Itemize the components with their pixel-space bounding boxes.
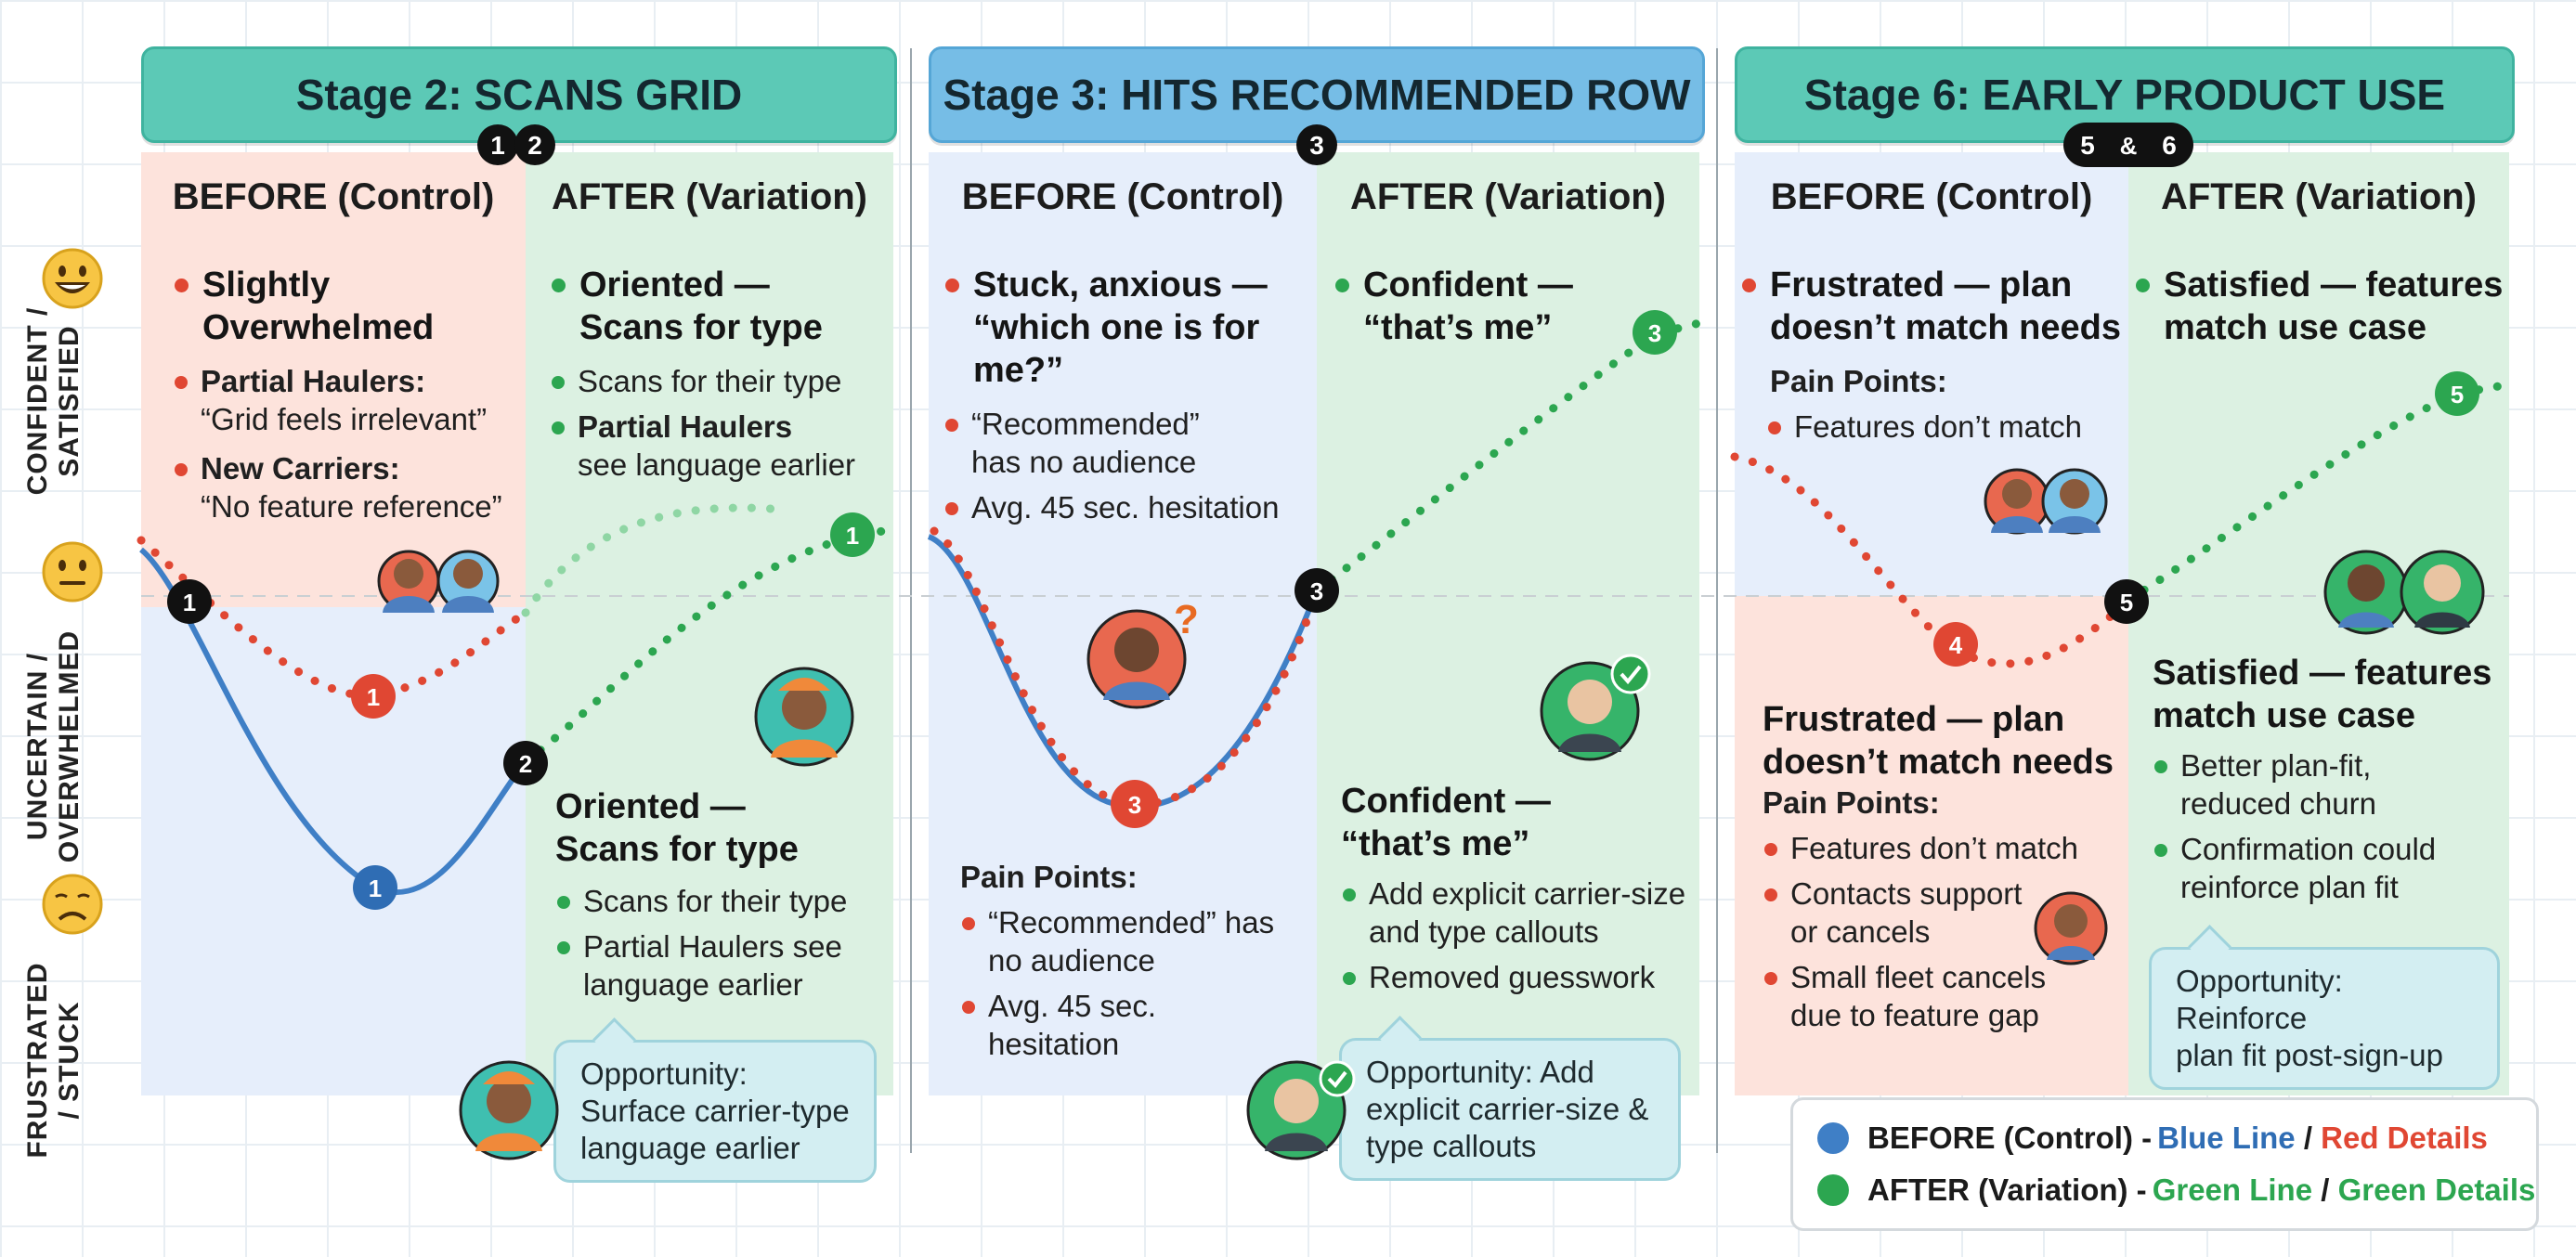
stage-6-after-text: Satisfied — features match use case	[2134, 264, 2509, 349]
user-avatar-icon	[1540, 661, 1640, 761]
marker-stage3-green: 3	[1648, 319, 1661, 347]
user-avatar-icon	[459, 1060, 559, 1160]
stage-2-after-green-dots	[521, 525, 898, 766]
stage-2-before-headline: Slightly Overwhelmed	[173, 264, 526, 349]
check-badge-icon	[1610, 654, 1651, 694]
marker-stage2-green: 1	[846, 522, 859, 550]
marker-stage2-red: 1	[367, 683, 380, 711]
stage-6-before-text: Frustrated — plan doesn’t match needs Pa…	[1740, 264, 2128, 446]
stage-2-before-column	[141, 152, 526, 607]
stage-3-opportunity: Opportunity: Add explicit carrier-size &…	[1339, 1038, 1681, 1181]
stage-3-before-headline: Stuck, anxious — “which one is for me?”	[943, 264, 1315, 392]
list-item: Features don’t match	[1763, 829, 2128, 867]
stage-6-after-lower-text: Satisfied — features match use case Bett…	[2153, 652, 2509, 906]
legend-before-dot	[1817, 1122, 1849, 1154]
legend-after-dot	[1817, 1174, 1849, 1206]
stage-6-before-headline: Frustrated — plan doesn’t match needs	[1740, 264, 2128, 349]
neutral-face-icon	[42, 541, 103, 603]
user-avatar-icon	[2034, 891, 2108, 965]
user-avatar-icon	[436, 550, 500, 613]
list-item: Removed guesswork	[1341, 958, 1699, 996]
list-item: “Recommended” has no audience	[943, 405, 1315, 481]
list-item: Scans for their type	[550, 362, 893, 400]
stage-3-before-red-dots	[930, 526, 1321, 809]
step-badge-amp: &	[2120, 132, 2138, 160]
stage-2-faded-green-dots	[521, 503, 775, 617]
marker-stage2-start: 1	[183, 589, 196, 616]
marker-stage2-low: 1	[369, 875, 382, 902]
step-badge-3: 3	[1309, 131, 1324, 160]
step-badge-5: 5	[2080, 131, 2095, 160]
list-item: Better plan-fit, reduced churn	[2153, 746, 2509, 823]
user-avatar-icon	[2041, 468, 2108, 535]
marker-stage3-join: 3	[1310, 577, 1323, 605]
stage-3-after-text: Confident — “that’s me”	[1334, 264, 1696, 349]
stage-2-title: Stage 2: SCANS GRID	[141, 46, 897, 143]
question-mark-icon: ?	[1174, 597, 1199, 642]
stage-6-after-header: AFTER (Variation)	[2160, 175, 2478, 217]
step-badge-6: 6	[2162, 131, 2177, 160]
user-avatar-icon	[2400, 550, 2485, 635]
happy-face-icon	[42, 248, 103, 309]
user-avatar-icon	[377, 550, 440, 613]
list-item: Add explicit carrier-size and type callo…	[1341, 875, 1699, 951]
list-item: Confirmation could reinforce plan fit	[2153, 830, 2509, 906]
legend: BEFORE (Control) - Blue Line / Red Detai…	[1790, 1097, 2539, 1231]
stage-3-before-header: BEFORE (Control)	[961, 175, 1284, 217]
stage-2-before-header: BEFORE (Control)	[172, 175, 495, 217]
stage-3-before-text: Stuck, anxious — “which one is for me?” …	[943, 264, 1315, 526]
user-avatar-icon	[754, 667, 854, 767]
stage-2-after-text: Oriented — Scans for type Scans for thei…	[550, 264, 893, 484]
list-item: Features don’t match	[1766, 408, 2128, 446]
stage-3-after-lower-text: Confident — “that’s me” Add explicit car…	[1341, 780, 1699, 996]
list-item: New Carriers:“No feature reference”	[173, 449, 526, 525]
user-avatar-icon	[1086, 609, 1187, 709]
stage-2-after-column	[526, 152, 893, 1095]
list-item: Scans for their type	[555, 882, 890, 920]
sad-face-icon	[42, 874, 103, 935]
list-item: Avg. 45 sec. hesitation	[960, 987, 1313, 1063]
stage-3-after-green-dots	[1312, 318, 1704, 595]
stage-3-after-headline: Confident — “that’s me”	[1334, 264, 1696, 349]
stage-2-after-lower-text: Oriented — Scans for type Scans for thei…	[555, 785, 890, 1004]
check-badge-icon	[1319, 1060, 1356, 1097]
stage-2-after-headline: Oriented — Scans for type	[550, 264, 893, 349]
stage-6-step-badge: 5 & 6	[2063, 123, 2193, 167]
stage-6-after-headline: Satisfied — features match use case	[2134, 264, 2509, 349]
stage-3-after-header: AFTER (Variation)	[1349, 175, 1667, 217]
stage-6-before-header: BEFORE (Control)	[1770, 175, 2093, 217]
stage-3-after-column	[1317, 152, 1699, 1095]
marker-stage6-low: 4	[1949, 631, 1963, 659]
stage-2-before-text: Slightly Overwhelmed Partial Haulers:“Gr…	[173, 264, 526, 525]
list-item: Avg. 45 sec. hesitation	[943, 488, 1315, 526]
list-item: Partial Haulers see language earlier	[555, 927, 890, 1004]
stage-6-after-green-dots	[2124, 380, 2514, 604]
list-item: Partial Haulers:“Grid feels irrelevant”	[173, 362, 526, 438]
stage-6-before-lower-text: Frustrated — plan doesn’t match needs Pa…	[1763, 698, 2128, 1034]
list-item: Small fleet cancels due to feature gap	[1763, 958, 2128, 1034]
list-item: Contacts support or cancels	[1763, 875, 2128, 951]
list-item: “Recommended” has no audience	[960, 903, 1313, 979]
step-badge-1: 1	[490, 131, 505, 160]
marker-stage3-low: 3	[1128, 791, 1141, 819]
stage-2-step-badge: 1 2	[477, 124, 555, 165]
stage-3-step-badge: 3	[1296, 124, 1337, 165]
marker-stage2-after: 2	[519, 750, 532, 778]
stage-2-after-header: AFTER (Variation)	[551, 175, 868, 217]
stage-6-opportunity: Opportunity: Reinforce plan fit post-sig…	[2149, 947, 2500, 1090]
stage-6-before-column-lower	[1735, 596, 2128, 1095]
divider	[910, 48, 912, 1153]
marker-stage6-green: 5	[2451, 381, 2464, 408]
stage-3-pain-points: Pain Points: “Recommended” has no audien…	[960, 858, 1313, 1063]
user-avatar-icon	[1246, 1060, 1347, 1160]
user-avatar-icon	[1984, 468, 2050, 535]
user-avatar-icon	[2323, 550, 2409, 635]
legend-after: AFTER (Variation) - Green Line / Green D…	[1867, 1173, 2536, 1207]
divider	[1716, 48, 1718, 1153]
step-badge-2: 2	[527, 131, 542, 160]
legend-before: BEFORE (Control) - Blue Line / Red Detai…	[1867, 1121, 2488, 1155]
marker-stage6-join: 5	[2120, 589, 2133, 616]
